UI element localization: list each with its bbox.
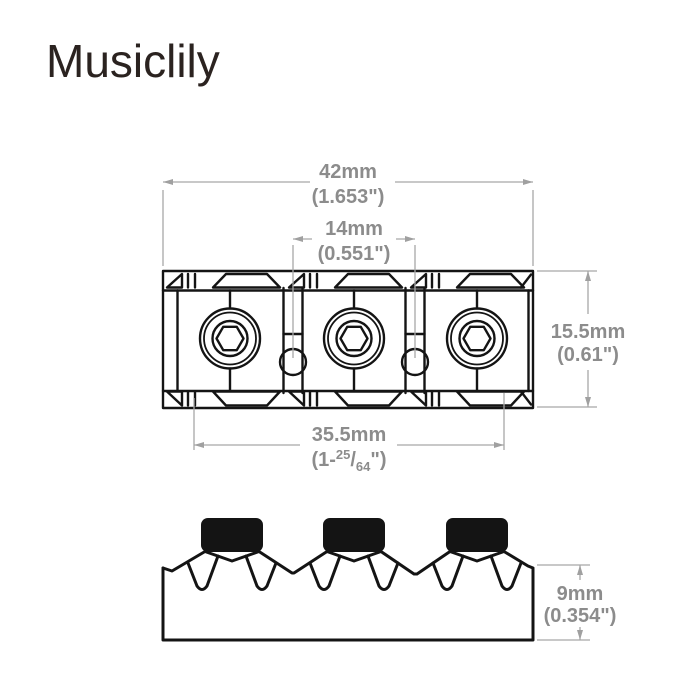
side-view-drawing [161,518,535,642]
pad-spacing-inch-label: (0.551") [318,243,391,265]
top-bevel-facets [165,272,533,289]
screw-head-2 [323,518,385,552]
depth-inch-label: (0.61") [557,344,619,366]
screw-head-3 [446,518,508,552]
pad-spacing-mm-label: 14mm [325,218,383,240]
screw-head-1 [201,518,263,552]
nut-outline [161,269,535,410]
dimension-pad-spacing: 14mm (0.551") [292,218,416,358]
clamp-screw-1 [198,289,262,393]
base-width-inch-label: (1-25/64") [311,447,386,474]
height-inch-label: (0.354") [544,605,617,627]
height-mm-label: 9mm [557,583,604,605]
clamp-screw-2 [322,289,386,393]
nut-base-outline [161,566,535,642]
overall-width-mm-label: 42mm [319,161,377,183]
dimension-height: 9mm (0.354") [537,564,617,641]
depth-mm-label: 15.5mm [551,321,626,343]
base-width-mm-label: 35.5mm [312,424,387,446]
overall-width-inch-label: (1.653") [312,186,385,208]
nut-top-profile [161,550,535,576]
clamp-screw-3 [445,289,509,393]
dimension-overall-width: 42mm (1.653") [162,161,534,266]
dimension-base-width: 35.5mm (1-25/64") [193,393,505,474]
brand-logo: Musiclily [46,35,220,87]
pad-edges [176,286,530,395]
dimension-depth: 15.5mm (0.61") [537,270,626,408]
top-view-drawing [161,269,535,410]
bottom-bevel-facets [165,390,533,407]
